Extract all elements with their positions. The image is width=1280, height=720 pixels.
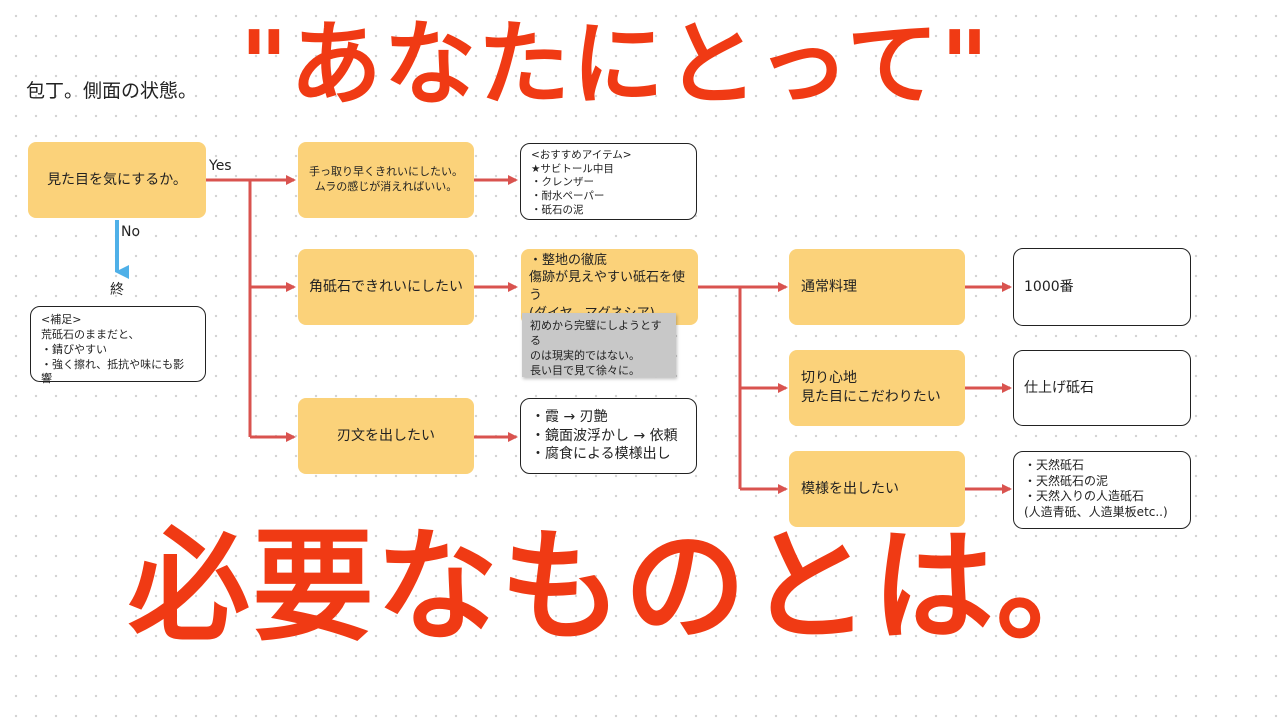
note-finish-stone: 仕上げ砥石: [1013, 350, 1191, 426]
node-quick: 手っ取り早くきれいにしたい。 ムラの感じが消えればいい。: [298, 142, 474, 218]
node-normal: 通常料理: [789, 249, 965, 325]
note-natural: ・天然砥石 ・天然砥石の泥 ・天然入りの人造砥石 (人造青砥、人造巣板etc..…: [1013, 451, 1191, 529]
edge-label-yes: Yes: [209, 158, 232, 174]
header-label: 包丁。側面の状態。: [26, 80, 198, 102]
node-whetstone: 角砥石できれいにしたい: [298, 249, 474, 325]
note-gray-tip: 初めから完璧にしようとする のは現実的ではない。 長い目で見て徐々に。: [522, 313, 676, 377]
note-hamon-items: ・霞 → 刃艶 ・鏡面波浮かし → 依頼 ・腐食による模様出し: [520, 398, 697, 474]
node-cut: 切り心地 見た目にこだわりたい: [789, 350, 965, 426]
end-label: 終: [110, 282, 124, 298]
title-bottom: 必要なものとは。: [128, 516, 1120, 658]
note-supplement: <補足> 荒砥石のままだと、 ・錆びやすい ・強く擦れ、抵抗や味にも影響: [30, 306, 206, 385]
edge-label-no: No: [121, 224, 141, 240]
title-top: "あなたにとって": [240, 11, 991, 118]
note-recommended: <おすすめアイテム> ★サビトール中目 ・クレンザー ・耐水ペーパー ・砥石の泥: [520, 143, 697, 220]
node-start: 見た目を気にするか。: [28, 142, 206, 218]
node-hamon: 刃文を出したい: [298, 398, 474, 474]
note-grit-1000: 1000番: [1013, 248, 1191, 326]
node-pattern: 模様を出したい: [789, 451, 965, 527]
